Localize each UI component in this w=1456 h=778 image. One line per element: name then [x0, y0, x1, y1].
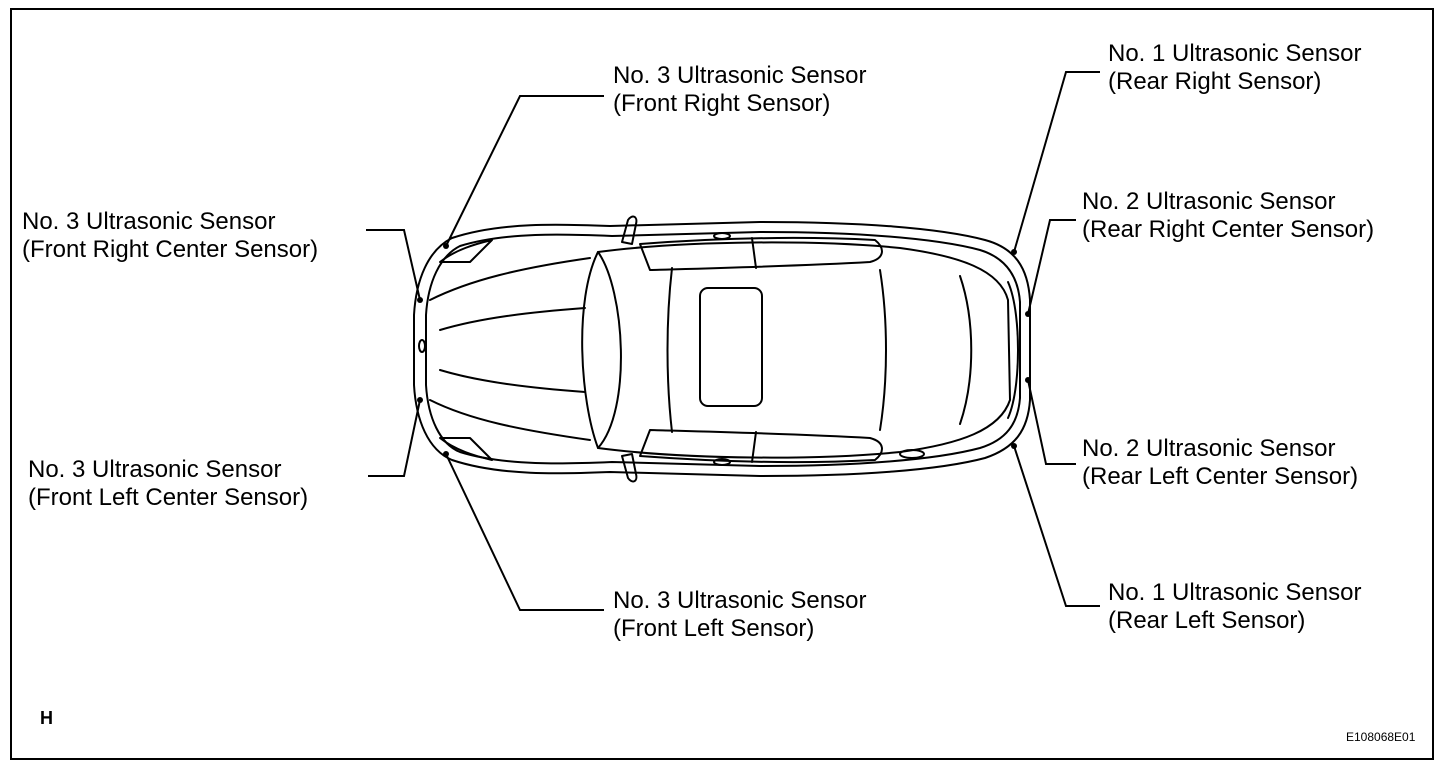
- label-title: No. 3 Ultrasonic Sensor: [613, 62, 867, 89]
- label-rear-left-center-sensor: No. 2 Ultrasonic Sensor (Rear Left Cente…: [1082, 435, 1358, 491]
- leader-rear-left: [1013, 445, 1100, 607]
- pillar-right: [751, 237, 757, 269]
- pillar-left: [751, 431, 757, 463]
- label-rear-left-sensor: No. 1 Ultrasonic Sensor (Rear Left Senso…: [1108, 579, 1361, 635]
- door-handle-left: [713, 458, 731, 466]
- mirror-right: [621, 215, 638, 245]
- label-rear-right-center-sensor: No. 2 Ultrasonic Sensor (Rear Right Cent…: [1082, 188, 1374, 244]
- headlight-right: [439, 239, 493, 263]
- windshield-line: [597, 251, 622, 449]
- leader-front-right-center: [366, 229, 421, 301]
- car-body: [413, 215, 1031, 483]
- cabin-outline: [581, 241, 1011, 459]
- door-handle-right: [713, 232, 731, 240]
- label-subtitle: (Front Left Center Sensor): [28, 484, 309, 511]
- leader-rear-right-center: [1027, 219, 1076, 315]
- side-window-left: [639, 429, 883, 464]
- leader-rear-right: [1013, 71, 1100, 253]
- label-front-right-center-sensor: No. 3 Ultrasonic Sensor (Front Right Cen…: [22, 208, 318, 264]
- trunk-line-right: [1007, 281, 1019, 351]
- label-title: No. 2 Ultrasonic Sensor: [1082, 188, 1336, 215]
- sensor-marks: [417, 243, 1031, 457]
- hood-line-right: [429, 257, 591, 301]
- label-subtitle: (Rear Left Sensor): [1108, 607, 1306, 634]
- car-outline: [413, 221, 1031, 477]
- label-subtitle: (Front Right Center Sensor): [22, 236, 319, 263]
- label-subtitle: (Front Right Sensor): [613, 90, 831, 117]
- hood-line-left: [429, 399, 591, 441]
- label-title: No. 3 Ultrasonic Sensor: [22, 208, 276, 235]
- hood-crease-left: [439, 369, 586, 393]
- label-title: No. 1 Ultrasonic Sensor: [1108, 40, 1362, 67]
- mirror-left: [621, 453, 638, 483]
- diagram-frame: [10, 8, 1434, 760]
- car-inner-outline: [425, 231, 1021, 467]
- corner-mark: H: [40, 708, 53, 728]
- rear-window: [959, 275, 973, 425]
- emblem: [418, 339, 426, 353]
- trunk-line-left: [1007, 349, 1019, 419]
- label-front-left-center-sensor: No. 3 Ultrasonic Sensor (Front Left Cent…: [28, 456, 308, 512]
- roof-front: [666, 267, 673, 433]
- leader-front-right: [445, 95, 604, 247]
- roof-rear: [879, 269, 887, 431]
- label-subtitle: (Rear Left Center Sensor): [1082, 463, 1359, 490]
- hood-crease-right: [439, 307, 586, 331]
- label-title: No. 3 Ultrasonic Sensor: [28, 456, 282, 483]
- label-title: No. 1 Ultrasonic Sensor: [1108, 579, 1362, 606]
- side-window-right: [639, 236, 883, 271]
- figure-code: E108068E01: [1346, 730, 1416, 744]
- label-subtitle: (Front Left Sensor): [613, 615, 815, 642]
- leader-front-left-center: [368, 399, 421, 477]
- leader-front-left: [445, 453, 604, 611]
- label-front-right-sensor: No. 3 Ultrasonic Sensor (Front Right Sen…: [613, 62, 866, 118]
- label-front-left-sensor: No. 3 Ultrasonic Sensor (Front Left Sens…: [613, 587, 866, 643]
- fuel-door: [899, 449, 925, 459]
- leader-lines: [366, 71, 1100, 611]
- label-title: No. 2 Ultrasonic Sensor: [1082, 435, 1336, 462]
- headlight-left: [439, 437, 493, 461]
- label-rear-right-sensor: No. 1 Ultrasonic Sensor (Rear Right Sens…: [1108, 40, 1361, 96]
- label-subtitle: (Rear Right Center Sensor): [1082, 216, 1375, 243]
- label-title: No. 3 Ultrasonic Sensor: [613, 587, 867, 614]
- leader-rear-left-center: [1027, 379, 1076, 465]
- sunroof: [699, 287, 763, 407]
- label-subtitle: (Rear Right Sensor): [1108, 68, 1322, 95]
